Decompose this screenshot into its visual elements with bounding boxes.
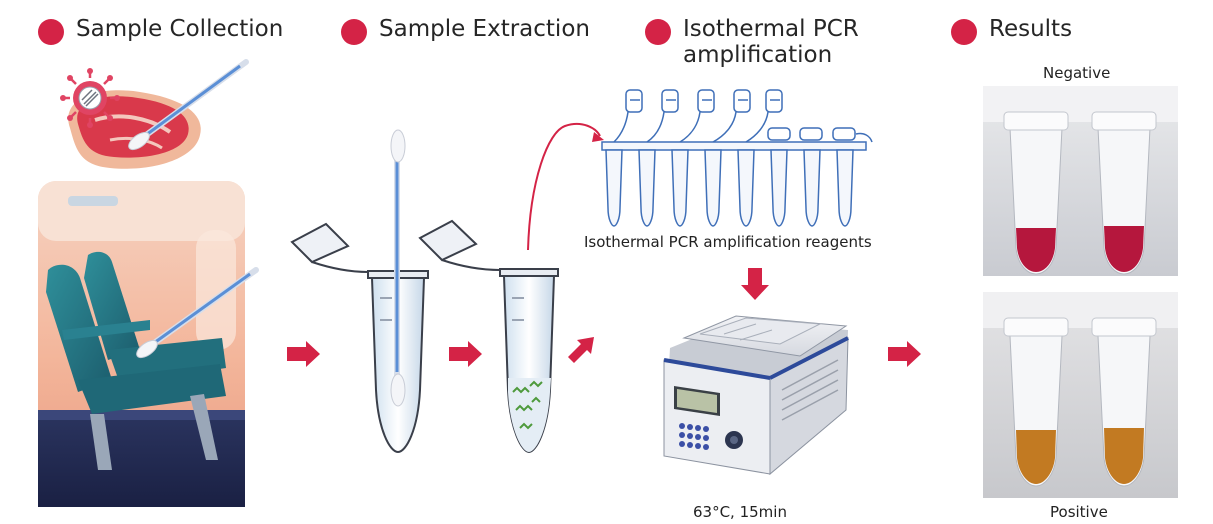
positive-caption: Positive: [1050, 503, 1108, 521]
swab-icon: [128, 59, 249, 151]
step-bullet: [38, 19, 64, 45]
meat-icon: [68, 90, 201, 169]
virus-icon: [60, 68, 120, 128]
step-bullet: [341, 19, 367, 45]
step-label: Sample Extraction: [379, 16, 590, 42]
airplane-seat-icon: [38, 181, 259, 507]
transfer-arrow: [527, 122, 601, 251]
reagents-caption: Isothermal PCR amplification reagents: [584, 233, 872, 251]
step-results: Results: [951, 16, 1072, 45]
step-sample-collection: Sample Collection: [38, 16, 283, 45]
condition-caption: 63°C, 15min: [693, 503, 787, 521]
pcr-strip-icon: [601, 89, 873, 227]
negative-result-photo: [983, 86, 1178, 276]
arrow-icon: [592, 132, 604, 142]
step-label: Results: [989, 16, 1073, 42]
step-sample-extraction: Sample Extraction: [341, 16, 590, 45]
positive-result-photo: [983, 292, 1178, 498]
step-label: Isothermal PCR amplification: [683, 16, 859, 68]
step-bullet: [645, 19, 671, 45]
negative-caption: Negative: [1043, 64, 1111, 82]
arrow-icon: [287, 268, 921, 367]
step-label: Sample Collection: [76, 16, 284, 42]
step-isothermal-pcr: Isothermal PCR amplification: [645, 16, 873, 68]
tube-icon: [290, 129, 429, 454]
thermocycler-icon: [663, 315, 849, 476]
step-bullet: [951, 19, 977, 45]
tube-icon: [418, 219, 559, 454]
